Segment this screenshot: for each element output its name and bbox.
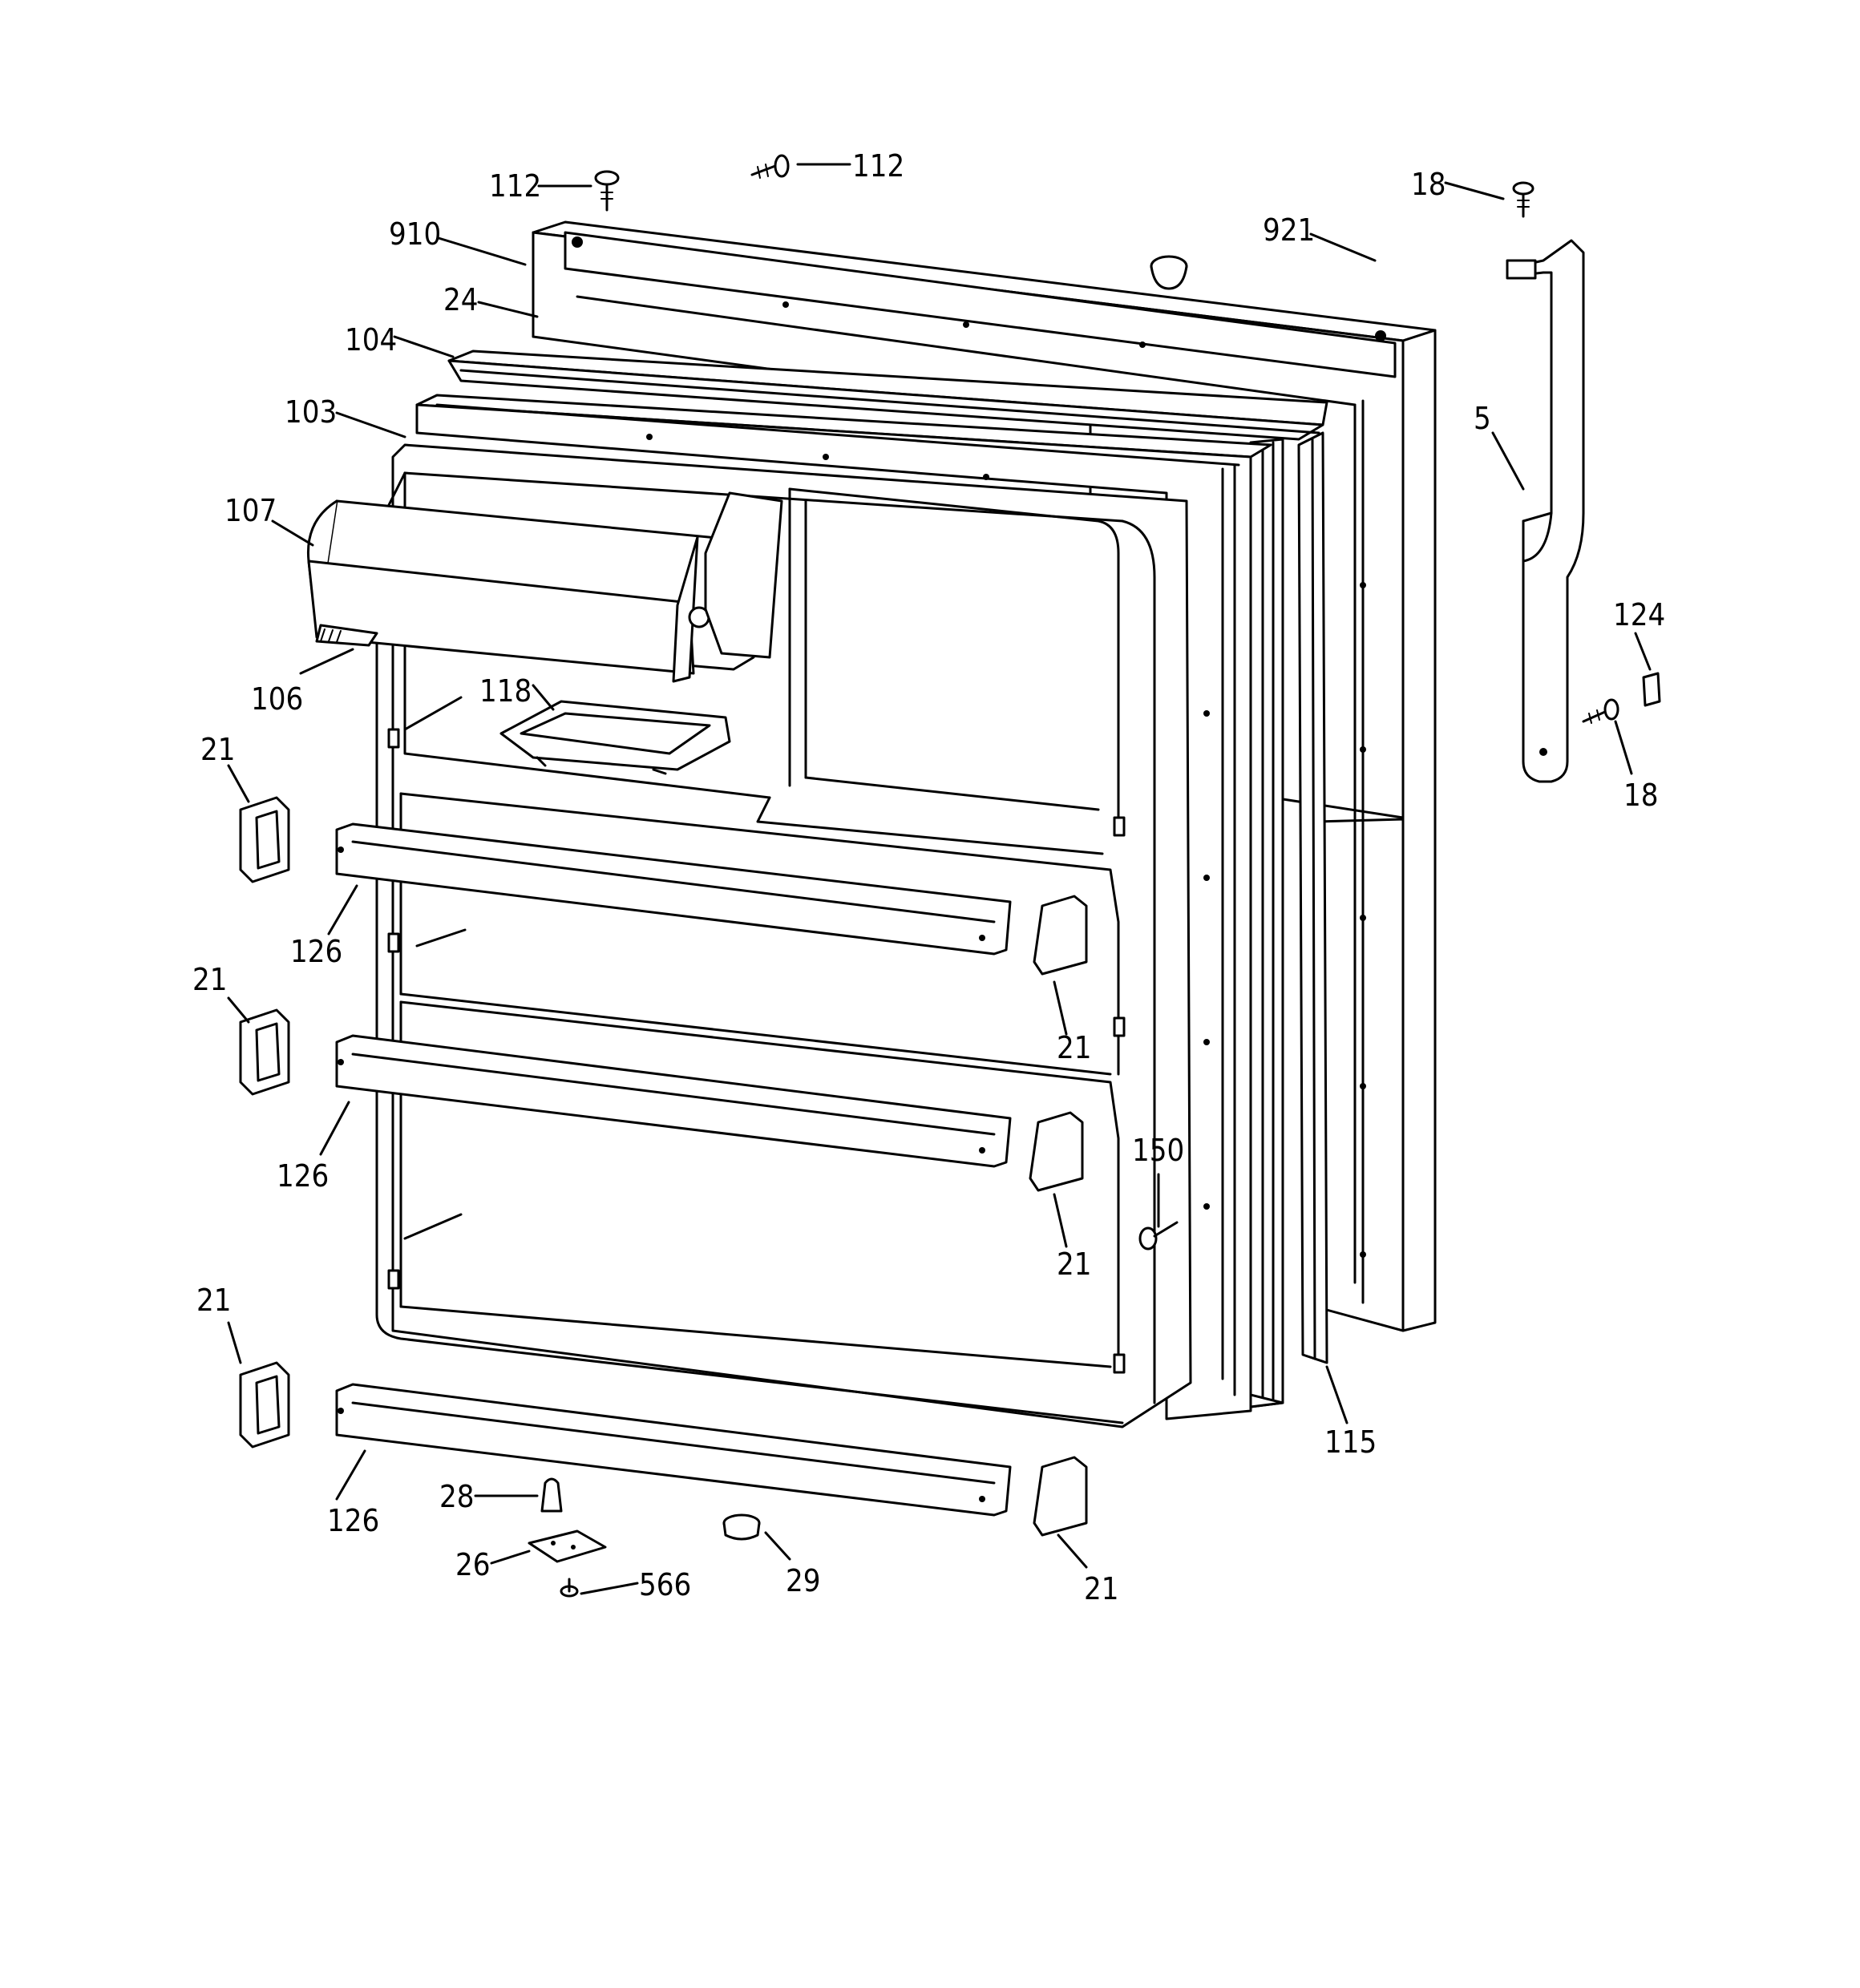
callout-106: 106 xyxy=(251,681,303,717)
callout-labels: 112 112 910 24 104 103 107 106 118 921 1… xyxy=(192,148,1665,1606)
end-cap-left-middle xyxy=(239,1008,290,1096)
callout-112: 112 xyxy=(852,148,904,184)
callout-21: 21 xyxy=(1084,1571,1119,1606)
bushing-29 xyxy=(722,1513,761,1541)
egg-tray xyxy=(499,700,731,775)
screw-18-top xyxy=(1512,181,1534,218)
shelf-bar-upper xyxy=(335,822,1012,956)
end-cap-left-upper xyxy=(239,796,290,883)
hinge-pin-28 xyxy=(540,1477,563,1513)
callout-103: 103 xyxy=(285,394,337,430)
callout-112: 112 xyxy=(489,168,541,204)
screw-18-side xyxy=(1582,698,1619,724)
callout-18: 18 xyxy=(1623,778,1659,813)
shelf-bar-middle xyxy=(335,1034,1012,1168)
door-handle xyxy=(1506,239,1585,783)
callout-910: 910 xyxy=(389,216,441,252)
callout-21: 21 xyxy=(192,962,228,997)
callout-126: 126 xyxy=(327,1503,379,1538)
callout-150: 150 xyxy=(1132,1133,1184,1168)
callout-566: 566 xyxy=(639,1567,691,1602)
leader-lines xyxy=(227,163,1652,1595)
callout-104: 104 xyxy=(345,322,397,358)
shelf-bar-lower xyxy=(335,1383,1012,1517)
clip-124 xyxy=(1642,672,1661,707)
door-gasket xyxy=(447,350,1328,1408)
end-cap-left-lower xyxy=(239,1361,290,1449)
callout-21: 21 xyxy=(200,732,236,767)
door-seal-strip-115 xyxy=(1297,431,1328,1364)
callout-21: 21 xyxy=(1057,1030,1092,1065)
callout-29: 29 xyxy=(786,1563,821,1598)
callout-921: 921 xyxy=(1263,212,1315,248)
callout-21: 21 xyxy=(196,1283,232,1318)
callout-18: 18 xyxy=(1411,167,1446,202)
callout-107: 107 xyxy=(224,493,277,528)
dairy-compartment-box xyxy=(704,491,783,659)
callout-126: 126 xyxy=(290,934,342,969)
callout-24: 24 xyxy=(443,282,479,317)
screw-566 xyxy=(560,1578,579,1598)
end-cap-right-upper xyxy=(1033,895,1088,976)
callout-124: 124 xyxy=(1613,597,1665,632)
hinge-plate-26 xyxy=(528,1529,607,1563)
screw-150 xyxy=(1138,1221,1179,1251)
callout-28: 28 xyxy=(439,1479,475,1514)
end-cap-right-middle xyxy=(1029,1111,1084,1192)
callout-26: 26 xyxy=(455,1547,491,1582)
callout-21: 21 xyxy=(1057,1247,1092,1282)
callout-5: 5 xyxy=(1474,401,1491,436)
callout-118: 118 xyxy=(479,673,532,709)
callout-126: 126 xyxy=(277,1158,329,1194)
end-cap-right-lower xyxy=(1033,1456,1088,1537)
callout-115: 115 xyxy=(1324,1424,1377,1460)
screw-112-top xyxy=(594,170,620,212)
plug-button-921 xyxy=(1150,255,1188,290)
screw-112-side xyxy=(750,154,790,179)
